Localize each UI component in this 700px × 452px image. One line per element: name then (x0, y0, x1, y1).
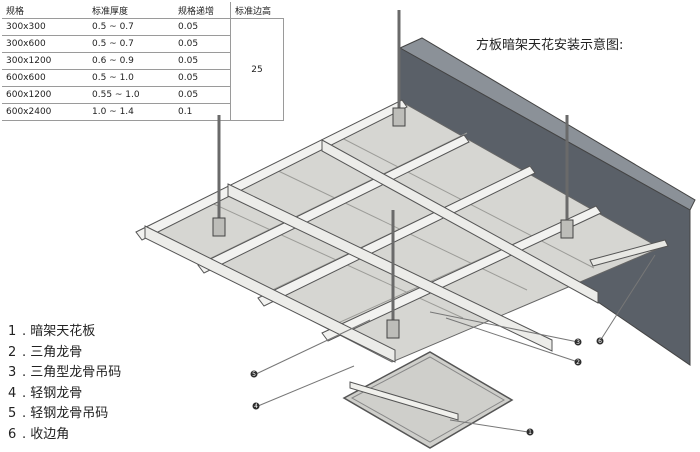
spec-table: 规格 标准厚度 规格递增 标准边高 300x300 0.5 ~ 0.7 0.05… (2, 2, 284, 121)
legend-item: 6. 收边角 (8, 425, 121, 446)
rod-hangers (212, 107, 574, 339)
hanging-rods (217, 10, 569, 322)
legend: 1. 暗架天花板 2. 三角龙骨 3. 三角型龙骨吊码 4. 轻钢龙骨 5. 轻… (8, 322, 121, 445)
cell-increment: 0.05 (174, 69, 231, 87)
legend-item: 1. 暗架天花板 (8, 322, 121, 343)
legend-item: 3. 三角型龙骨吊码 (8, 363, 121, 384)
cell-increment: 0.05 (174, 86, 231, 104)
cell-size: 600x2400 (2, 103, 88, 121)
cell-size: 300x1200 (2, 52, 88, 70)
steel-keels (144, 139, 599, 363)
cell-thickness: 0.5 ~ 0.7 (88, 18, 174, 36)
table-row: 600x600 0.5 ~ 1.0 0.05 (2, 69, 284, 87)
cell-size: 300x300 (2, 18, 88, 36)
cell-thickness: 0.5 ~ 1.0 (88, 69, 174, 87)
callout-3: 3 (576, 339, 580, 346)
table-row: 300x1200 0.6 ~ 0.9 0.05 (2, 52, 284, 70)
cell-increment: 0.05 (174, 18, 231, 36)
callout-6: 6 (598, 338, 602, 345)
cell-size: 600x600 (2, 69, 88, 87)
callout-2: 2 (576, 359, 580, 366)
legend-item: 5. 轻钢龙骨吊码 (8, 404, 121, 425)
cell-size: 300x600 (2, 35, 88, 53)
callout-1: 1 (528, 429, 532, 436)
legend-number: 5 (8, 406, 17, 421)
ceiling-panel (342, 351, 514, 449)
cell-increment: 0.1 (174, 103, 231, 121)
loose-rail (349, 381, 459, 421)
cell-thickness: 0.5 ~ 0.7 (88, 35, 174, 53)
table-row: 300x300 0.5 ~ 0.7 0.05 25 (2, 18, 284, 121)
legend-number: 2 (8, 344, 17, 360)
legend-number: 1 (8, 324, 17, 339)
legend-label: 三角龙骨 (30, 344, 83, 360)
table-header-increment: 规格递增 (174, 2, 231, 19)
legend-label: 暗架天花板 (30, 324, 96, 339)
cell-increment: 0.05 (174, 35, 231, 53)
callout-5: 5 (252, 371, 256, 378)
table-row: 600x1200 0.55 ~ 1.0 0.05 (2, 86, 284, 104)
table-header-row: 规格 标准厚度 规格递增 标准边高 (2, 2, 284, 19)
table-row: 600x2400 1.0 ~ 1.4 0.1 (2, 103, 284, 121)
table-row: 300x600 0.5 ~ 0.7 0.05 (2, 35, 284, 53)
table-header-edge-height: 标准边高 (230, 2, 284, 19)
cell-thickness: 0.6 ~ 0.9 (88, 52, 174, 70)
cell-size: 600x1200 (2, 86, 88, 104)
edge-trim (589, 239, 669, 267)
diagram-title: 方板暗架天花安装示意图: (476, 38, 624, 53)
legend-number: 6 (8, 426, 17, 442)
legend-item: 4. 轻钢龙骨 (8, 384, 121, 405)
callout-4: 4 (254, 403, 258, 410)
cell-increment: 0.05 (174, 52, 231, 70)
legend-label: 轻钢龙骨吊码 (30, 406, 109, 421)
cell-thickness: 1.0 ~ 1.4 (88, 103, 174, 121)
legend-label: 三角型龙骨吊码 (30, 365, 122, 380)
legend-number: 3 (8, 365, 17, 380)
legend-number: 4 (8, 385, 17, 401)
legend-item: 2. 三角龙骨 (8, 343, 121, 364)
leader-lines (255, 254, 656, 433)
table-header-thickness: 标准厚度 (88, 2, 174, 19)
callout-markers: 3 2 6 5 4 1 (250, 337, 604, 436)
legend-label: 轻钢龙骨 (30, 385, 83, 401)
panel-rim (350, 356, 506, 443)
table-header-size: 规格 (2, 2, 88, 19)
legend-label: 收边角 (30, 426, 70, 442)
cell-edge-height: 25 (230, 18, 284, 121)
cell-thickness: 0.55 ~ 1.0 (88, 86, 174, 104)
